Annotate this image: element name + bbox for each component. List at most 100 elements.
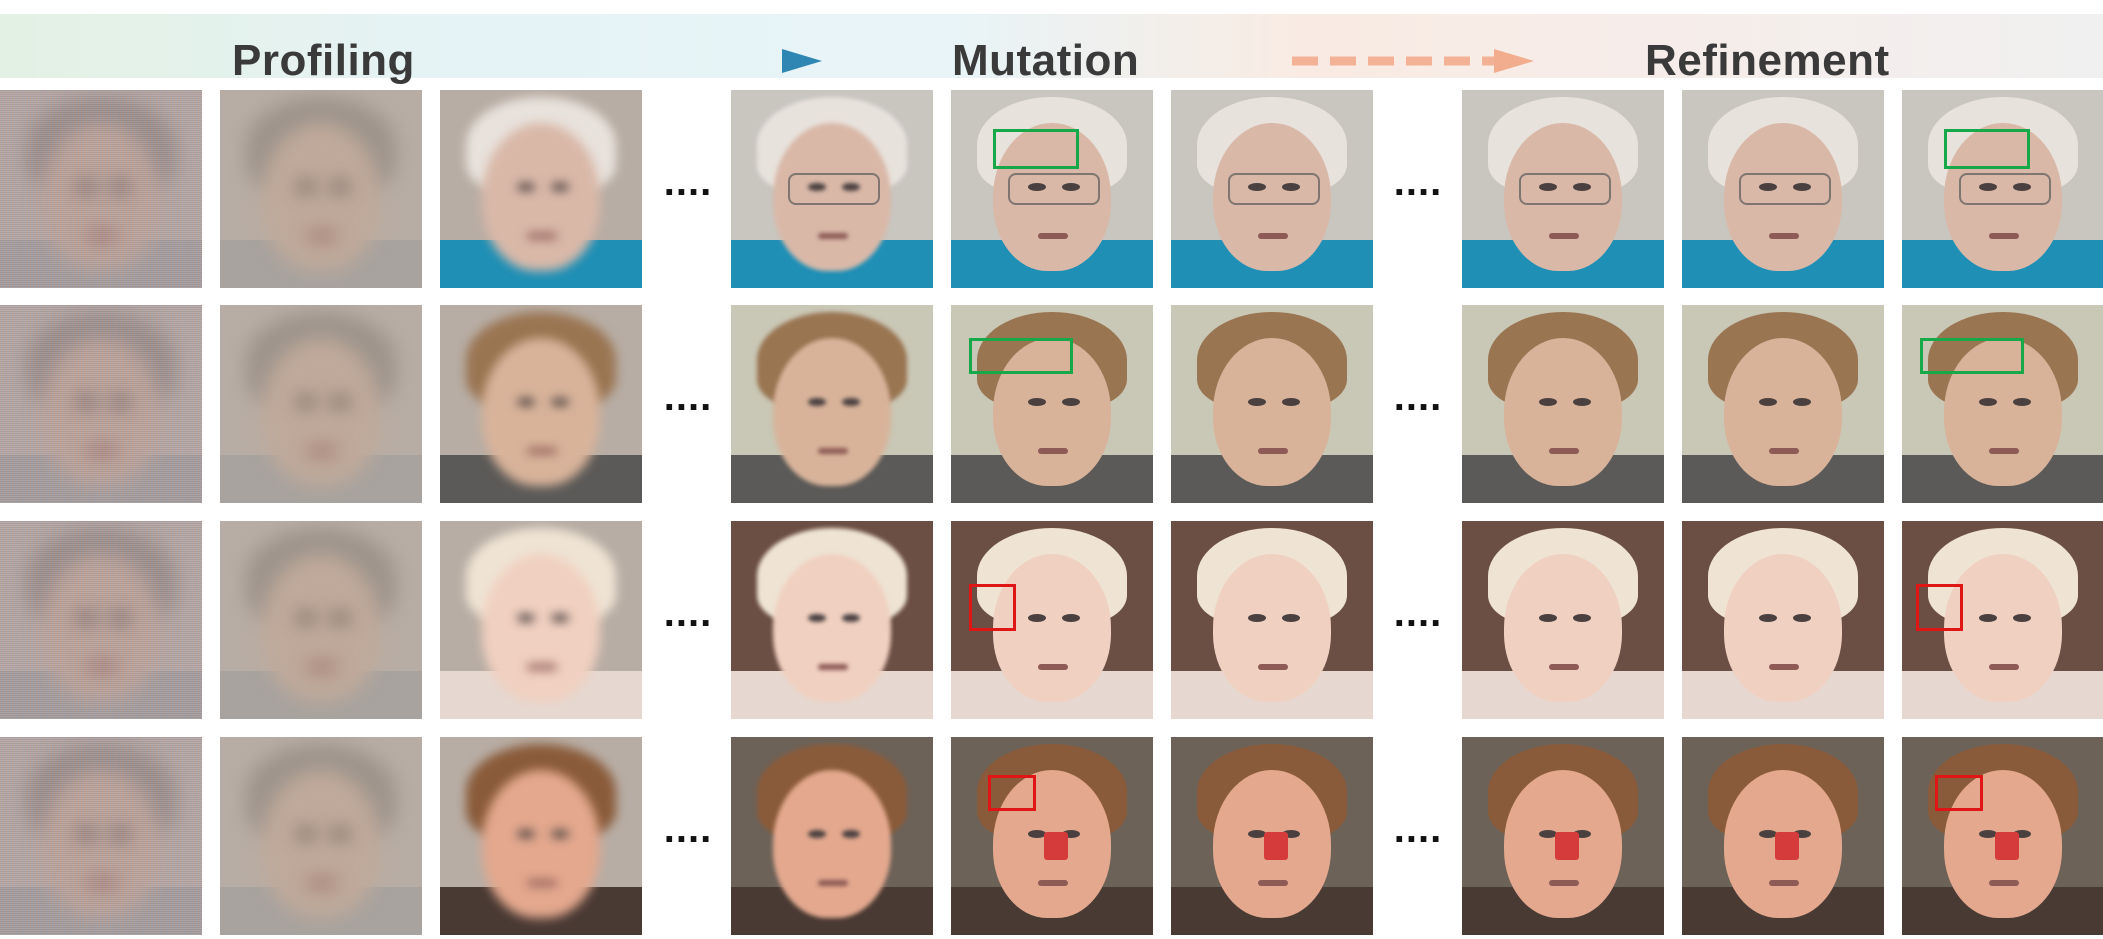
face-image-man-brown-hair-col-7 [1462, 305, 1664, 503]
face-image-older-man-glasses-col-4 [731, 90, 933, 288]
mouth [1768, 879, 1799, 886]
face-image-older-man-glasses-col-8 [1682, 90, 1884, 288]
eye [551, 830, 570, 839]
eye [1573, 183, 1592, 192]
face [42, 769, 160, 918]
ellipsis-profiling-mutation: .... [663, 807, 713, 851]
mouth [306, 447, 337, 454]
eye [1793, 614, 1812, 623]
eye [1978, 830, 1997, 839]
eye [842, 398, 861, 407]
glasses [1958, 173, 2052, 205]
stage-title-profiling: Profiling [232, 36, 415, 85]
face [1504, 553, 1622, 702]
eye [2013, 830, 2032, 839]
eye [1247, 398, 1266, 407]
mouth [1257, 663, 1288, 670]
eye [76, 614, 95, 623]
face [1724, 337, 1842, 486]
eye [516, 614, 535, 623]
mouth [1037, 879, 1068, 886]
mouth [1548, 232, 1579, 239]
face-image-older-man-glasses-col-6 [1171, 90, 1373, 288]
face-image-girl-gray-hat-col-3 [440, 737, 642, 935]
mouth [306, 663, 337, 670]
face-image-older-man-glasses-col-1 [0, 90, 202, 288]
eye [2013, 183, 2032, 192]
mouth [817, 879, 848, 886]
eye [842, 830, 861, 839]
mouth [1257, 879, 1288, 886]
face-image-blonde-child-col-6 [1171, 521, 1373, 719]
eye [551, 183, 570, 192]
face [262, 337, 380, 486]
face [482, 769, 600, 918]
eye [1027, 398, 1046, 407]
face-image-man-brown-hair-col-9 [1902, 305, 2103, 503]
mouth [1037, 447, 1068, 454]
face [1213, 553, 1331, 702]
face-image-girl-gray-hat-col-4 [731, 737, 933, 935]
eye [1247, 183, 1266, 192]
glasses [1518, 173, 1612, 205]
eye [842, 183, 861, 192]
eye [1282, 830, 1301, 839]
noise-overlay [0, 737, 202, 935]
mouth [1988, 447, 2019, 454]
eye [76, 398, 95, 407]
face-image-blonde-child-col-9 [1902, 521, 2103, 719]
highlight-box-red [988, 775, 1036, 811]
face-image-man-brown-hair-col-2 [220, 305, 422, 503]
face-image-man-brown-hair-col-1 [0, 305, 202, 503]
eye [1062, 830, 1081, 839]
eye [1062, 398, 1081, 407]
face-image-older-man-glasses-col-7 [1462, 90, 1664, 288]
eye [111, 614, 130, 623]
eye [1027, 614, 1046, 623]
face-image-older-man-glasses-col-3 [440, 90, 642, 288]
face-image-blonde-child-col-2 [220, 521, 422, 719]
eye [551, 614, 570, 623]
eye [1282, 398, 1301, 407]
ellipsis-profiling-mutation: .... [663, 591, 713, 635]
eye [111, 830, 130, 839]
eye [76, 183, 95, 192]
mouth [306, 232, 337, 239]
mouth [817, 447, 848, 454]
face [482, 553, 600, 702]
eye [1282, 183, 1301, 192]
face [773, 337, 891, 486]
face [993, 553, 1111, 702]
stage-title-refinement: Refinement [1645, 36, 1890, 85]
eye [516, 830, 535, 839]
eye [2013, 614, 2032, 623]
eye [1793, 398, 1812, 407]
highlight-box-green [1920, 338, 2024, 374]
mouth [1768, 232, 1799, 239]
eye [807, 614, 826, 623]
highlight-box-green [969, 338, 1073, 374]
eye [111, 183, 130, 192]
eye [551, 398, 570, 407]
red-paint-mark [1994, 832, 2020, 860]
face [773, 769, 891, 918]
eye [296, 183, 315, 192]
eye [1573, 830, 1592, 839]
red-paint-mark [1554, 832, 1580, 860]
mouth [1988, 879, 2019, 886]
eye [1538, 398, 1557, 407]
ellipsis-profiling-mutation: .... [663, 160, 713, 204]
mouth [86, 447, 117, 454]
mouth [1988, 663, 2019, 670]
eye [331, 398, 350, 407]
noise-overlay [0, 90, 202, 288]
face [262, 122, 380, 271]
mouth [1037, 232, 1068, 239]
eye [1538, 614, 1557, 623]
eye [1247, 614, 1266, 623]
face-image-blonde-child-col-8 [1682, 521, 1884, 719]
eye [296, 398, 315, 407]
eye [76, 830, 95, 839]
mouth [1548, 447, 1579, 454]
highlight-box-red [1916, 584, 1963, 631]
